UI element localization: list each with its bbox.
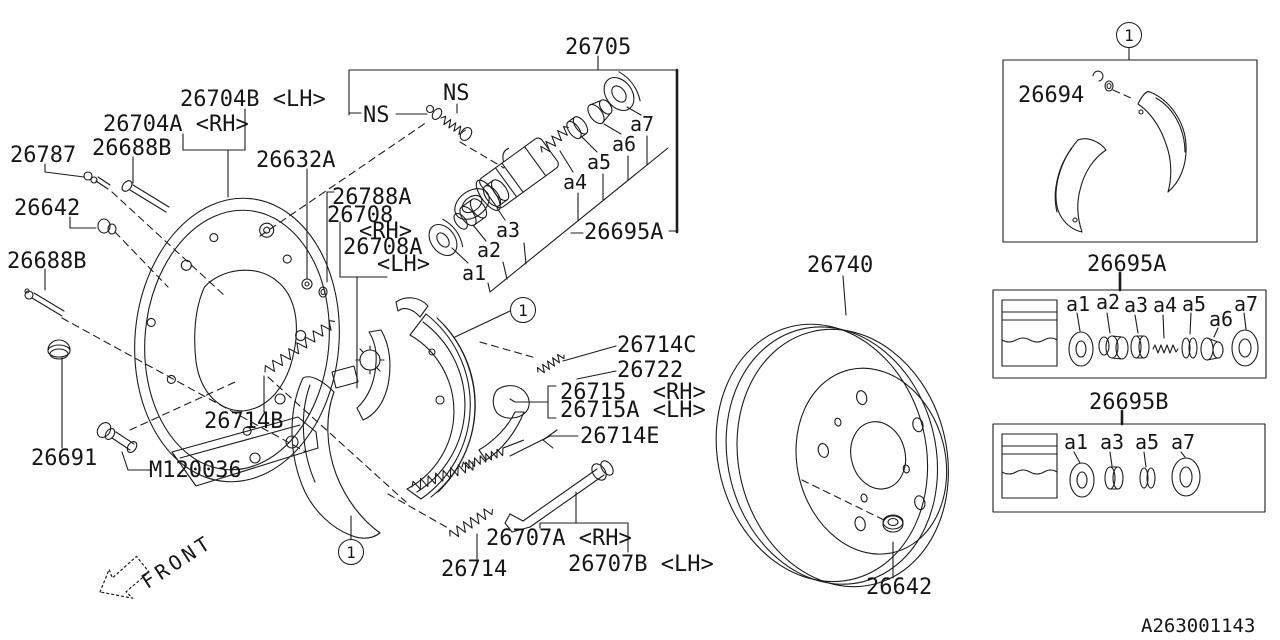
cylinder-kit-b-box	[992, 409, 1266, 513]
cylinder-bracket-lines	[348, 55, 679, 293]
callout-a2: a2	[477, 238, 502, 262]
kit-b-callout-a5: a5	[1135, 430, 1160, 454]
label-adjuster-lh: 26708A	[343, 235, 423, 260]
label-cylinder-kit-ref: 26695A	[584, 220, 664, 245]
drawing-code: A263001143	[1141, 615, 1256, 637]
callout-a7: a7	[630, 112, 655, 136]
bolt-lower-part	[24, 288, 65, 317]
kit-a-callout-a6: a6	[1209, 307, 1234, 331]
dashed-lines	[61, 89, 1134, 529]
bleeder-cap-part	[83, 171, 111, 190]
shoe-kit-box	[1002, 59, 1258, 243]
label-bleeder-screw: 26787	[10, 143, 77, 168]
kit-b-callout-a7: a7	[1171, 430, 1196, 454]
plug-upper-part	[97, 218, 117, 235]
kit-a-callout-a7: a7	[1234, 292, 1259, 316]
label-bolt-m: M120036	[149, 458, 242, 483]
brake-drum	[715, 323, 949, 588]
label-adjuster-lh-side: <LH>	[377, 252, 430, 277]
label-ns-right: NS	[443, 81, 470, 106]
label-lever-lh: 26715A <LH>	[560, 398, 706, 423]
bolt-m-part	[96, 422, 138, 453]
wheel-cylinder-exploded	[425, 71, 641, 257]
brake-shoe-cluster	[291, 297, 530, 539]
kit-a-callout-a4: a4	[1153, 293, 1178, 317]
kit-b-callout-a1: a1	[1064, 430, 1089, 454]
cylinder-kit-a-box	[992, 271, 1267, 379]
kit-a-callout-a1: a1	[1066, 292, 1091, 316]
ref-circle-shoe-bottom: 1	[338, 539, 364, 565]
label-strut-rh: 26707A <RH>	[486, 526, 632, 551]
label-retainer-clip: 26632A	[256, 148, 336, 173]
label-adjuster-rh: 26708	[327, 203, 394, 228]
label-shoe-spring-upper: 26714C	[617, 333, 697, 358]
label-strut-lh: 26707B <LH>	[568, 552, 714, 577]
label-brake-drum: 26740	[807, 253, 874, 278]
leader-lines	[44, 47, 1130, 579]
label-adjusting-screw: 26714E	[580, 424, 660, 449]
label-drum-nut: 26642	[866, 575, 933, 600]
label-kit-a-title: 26695A	[1087, 252, 1167, 277]
label-ns-left: NS	[363, 103, 390, 128]
kit-a-callout-a5: a5	[1182, 292, 1207, 316]
springs-and-adjusters	[264, 320, 614, 538]
callout-a3: a3	[496, 218, 521, 242]
label-lever-rh: 26715 <RH>	[560, 380, 706, 405]
plug-lower-part	[47, 339, 71, 360]
label-spring-washer: 26722	[617, 358, 684, 383]
label-adjuster-rh-side: <RH>	[359, 219, 412, 244]
bolt-upper-part	[121, 180, 170, 213]
front-arrow-icon	[99, 555, 150, 599]
label-bolt-upper: 26688B	[92, 136, 172, 161]
label-backing-plate-lh: 26704B <LH>	[180, 87, 326, 112]
label-plug-lower: 26691	[31, 446, 98, 471]
drum-nut-part	[882, 514, 904, 533]
label-kit-b-title: 26695B	[1089, 390, 1169, 415]
ref-circle-shoe-mid: 1	[510, 297, 536, 323]
label-backing-plate-rh: 26704A <RH>	[103, 112, 249, 137]
label-shoe-washer: 26788A	[332, 185, 412, 210]
callout-a5: a5	[587, 150, 612, 174]
kit-a-callout-a3: a3	[1124, 293, 1149, 317]
bleeder-screw-part	[425, 104, 473, 141]
callout-a1: a1	[462, 261, 487, 285]
kit-a-callout-a2: a2	[1096, 290, 1121, 314]
label-shoe-spring-front: 26714B	[204, 409, 284, 434]
label-bolt-lower: 26688B	[7, 249, 87, 274]
label-plug-upper: 26642	[14, 196, 81, 221]
backing-plate	[134, 197, 340, 483]
ref-circle-shoe-kit: 1	[1116, 22, 1142, 48]
kit-b-callout-a3: a3	[1100, 430, 1125, 454]
label-shoe-spring-lower: 26714	[441, 557, 508, 582]
backing-plate-anchor	[171, 416, 319, 487]
callout-a6: a6	[612, 132, 637, 156]
label-wheel-cylinder-assy: 26705	[565, 35, 632, 60]
callout-a4: a4	[563, 170, 588, 194]
label-shoe-set: 26694	[1018, 83, 1085, 108]
